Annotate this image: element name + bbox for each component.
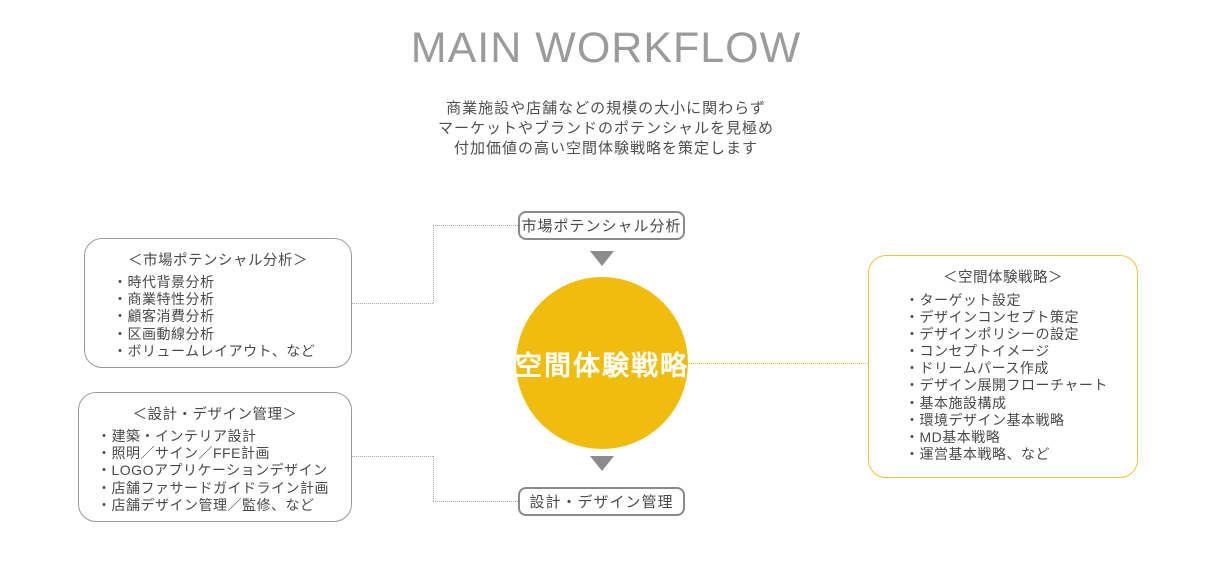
arrow-down-icon bbox=[590, 456, 614, 471]
list-item: ・区画動線分析 bbox=[113, 325, 215, 342]
connector-circle-to-spacebox bbox=[687, 363, 868, 364]
flow-node-market-analysis: 市場ポテンシャル分析 bbox=[518, 211, 685, 240]
detail-box-market-analysis-title: ＜市場ポテンシャル分析＞ bbox=[128, 253, 308, 269]
list-item: ・商業特性分析 bbox=[113, 291, 215, 308]
flow-node-design-management: 設計・デザイン管理 bbox=[518, 487, 685, 516]
connector-design-to-bottomnode-v bbox=[433, 456, 434, 501]
connector-market-to-topnode-h1 bbox=[352, 303, 433, 304]
list-item: ・顧客消費分析 bbox=[113, 308, 215, 325]
detail-box-market-analysis-list: ・時代背景分析・商業特性分析・顧客消費分析・区画動線分析・ボリュームレイアウト、… bbox=[85, 274, 351, 360]
flow-node-market-analysis-label: 市場ポテンシャル分析 bbox=[521, 218, 682, 235]
detail-box-space-experience-title: ＜空間体験戦略＞ bbox=[943, 270, 1063, 286]
detail-box-space-experience-list: ・ターゲット設定・デザインコンセプト策定・デザインポリシーの設定・コンセプトイメ… bbox=[869, 292, 1137, 463]
list-item: ・環境デザイン基本戦略 bbox=[905, 411, 1065, 428]
page-title: MAIN WORKFLOW bbox=[410, 24, 802, 72]
flow-node-design-management-label: 設計・デザイン管理 bbox=[529, 494, 674, 511]
list-item: ・デザインポリシーの設定 bbox=[905, 326, 1079, 343]
detail-box-design-management: ＜設計・デザイン管理＞ ・建築・インテリア設計・照明／サイン／FFE計画・LOG… bbox=[78, 392, 352, 522]
list-item: ・時代背景分析 bbox=[113, 274, 215, 290]
list-item: ・運営基本戦略、など bbox=[905, 445, 1050, 462]
connector-market-to-topnode-v bbox=[433, 225, 434, 303]
list-item: ・店舗デザイン管理／監修、など bbox=[97, 496, 315, 513]
list-item: ・LOGOアプリケーションデザイン bbox=[97, 462, 328, 479]
detail-box-design-management-list: ・建築・インテリア設計・照明／サイン／FFE計画・LOGOアプリケーションデザイ… bbox=[79, 428, 351, 514]
subtitle-line-3: 付加価値の高い空間体験戦略を策定します bbox=[453, 140, 758, 157]
connector-market-to-topnode-h2 bbox=[433, 225, 518, 226]
subtitle: 商業施設や店舗などの規模の大小に関わらず マーケットやブランドのポテンシャルを見… bbox=[0, 99, 1212, 159]
list-item: ・ターゲット設定 bbox=[905, 292, 1021, 308]
center-circle-label: 空間体験戦略 bbox=[515, 350, 689, 381]
list-item: ・コンセプトイメージ bbox=[905, 343, 1050, 360]
list-item: ・ドリームパース作成 bbox=[905, 360, 1049, 377]
list-item: ・デザインコンセプト策定 bbox=[905, 309, 1079, 326]
subtitle-line-2: マーケットやブランドのポテンシャルを見極め bbox=[437, 120, 774, 137]
list-item: ・店舗ファサードガイドライン計画 bbox=[97, 479, 329, 496]
list-item: ・ボリュームレイアウト、など bbox=[113, 342, 316, 359]
connector-design-to-bottomnode-h1 bbox=[352, 456, 433, 457]
detail-box-market-analysis: ＜市場ポテンシャル分析＞ ・時代背景分析・商業特性分析・顧客消費分析・区画動線分… bbox=[84, 238, 352, 368]
list-item: ・基本施設構成 bbox=[905, 394, 1007, 411]
arrow-down-icon bbox=[590, 251, 614, 266]
detail-box-design-management-title: ＜設計・デザイン管理＞ bbox=[132, 407, 298, 423]
list-item: ・デザイン展開フローチャート bbox=[905, 377, 1108, 394]
connector-design-to-bottomnode-h2 bbox=[433, 501, 518, 502]
list-item: ・MD基本戦略 bbox=[905, 428, 1001, 445]
list-item: ・照明／サイン／FFE計画 bbox=[97, 445, 270, 462]
subtitle-line-1: 商業施設や店舗などの規模の大小に関わらず bbox=[446, 100, 766, 117]
center-circle-space-experience: 空間体験戦略 bbox=[515, 277, 689, 449]
list-item: ・建築・インテリア設計 bbox=[97, 428, 257, 444]
detail-box-space-experience: ＜空間体験戦略＞ ・ターゲット設定・デザインコンセプト策定・デザインポリシーの設… bbox=[868, 255, 1138, 478]
